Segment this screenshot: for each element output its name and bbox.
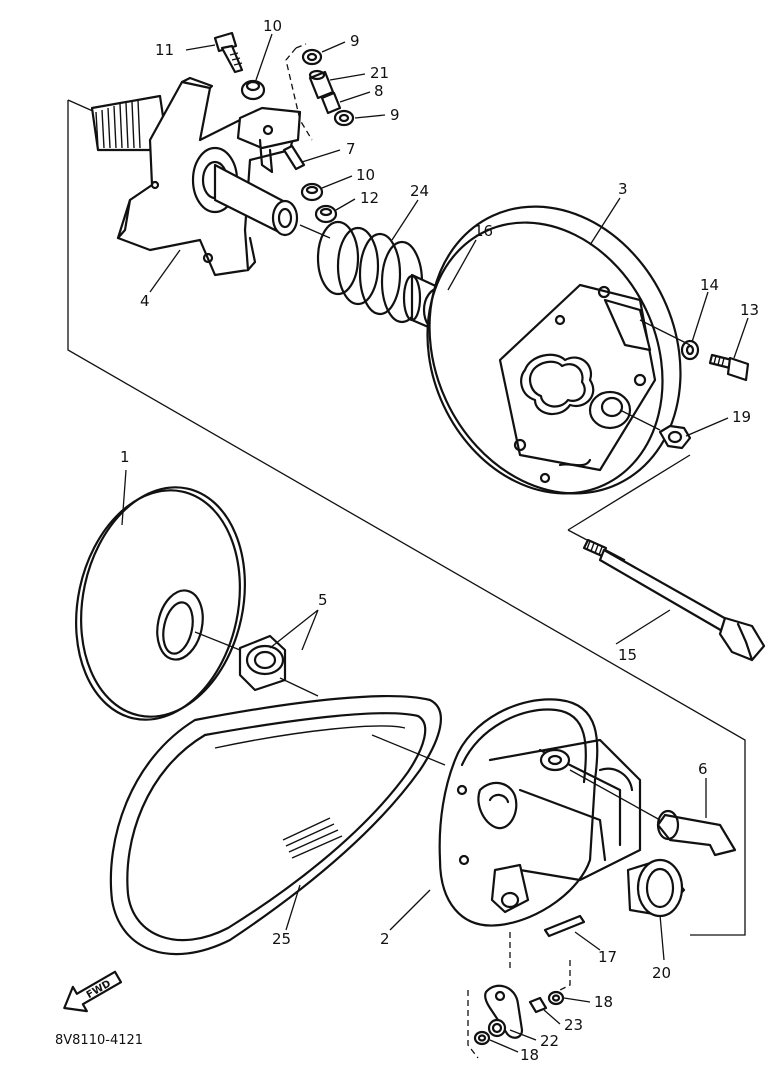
diagram-code: 8V8110-4121 xyxy=(55,1033,143,1048)
part-11-bolt xyxy=(213,31,244,74)
weight-group-bracket xyxy=(467,932,511,1059)
part-7-pin xyxy=(282,144,306,171)
callout-4: 4 xyxy=(140,292,150,310)
centerline-sheave xyxy=(194,631,661,821)
part-2-sheave-housing xyxy=(438,698,642,927)
callout-11: 11 xyxy=(155,41,174,59)
part-5-bushing xyxy=(238,634,287,692)
part-25-drive-belt xyxy=(109,694,442,956)
callout-21: 21 xyxy=(370,64,389,82)
callout-10-lower: 10 xyxy=(356,166,375,184)
callout-14: 14 xyxy=(700,276,719,294)
callout-6: 6 xyxy=(698,760,708,778)
centerline-spider xyxy=(299,224,331,239)
callout-16: 16 xyxy=(474,222,493,240)
part-22-weight xyxy=(484,984,524,1039)
callout-7: 7 xyxy=(346,140,356,158)
part-19-nut xyxy=(658,424,692,450)
part-17-pin xyxy=(543,914,586,938)
callout-25: 25 xyxy=(272,930,291,948)
part-14-lockwasher xyxy=(680,339,700,361)
part-1-sheave xyxy=(75,486,246,721)
part-20-ring xyxy=(626,858,686,918)
callout-22: 22 xyxy=(540,1032,559,1050)
part-10-collar-upper xyxy=(240,79,266,101)
callout-24: 24 xyxy=(410,182,429,200)
callout-13: 13 xyxy=(740,301,759,319)
callout-18-lower: 18 xyxy=(520,1046,539,1064)
callout-5: 5 xyxy=(318,591,328,609)
callout-8: 8 xyxy=(374,82,384,100)
callout-1: 1 xyxy=(120,448,130,466)
fwd-arrow-icon: FWD xyxy=(63,970,123,1013)
callout-12: 12 xyxy=(360,189,379,207)
part-23-bushing xyxy=(528,996,548,1014)
callout-10-upper: 10 xyxy=(263,17,282,35)
part-18-washer-upper xyxy=(547,990,565,1006)
part-13-bolt xyxy=(708,353,750,382)
callout-labels: 11 10 9 21 8 9 7 10 12 24 16 3 14 13 19 … xyxy=(120,17,759,1064)
assembly-frame-line xyxy=(67,99,746,936)
callout-2: 2 xyxy=(380,930,390,948)
callout-23: 23 xyxy=(564,1016,583,1034)
part-4-spider-shaft xyxy=(90,76,300,277)
callout-9-lower: 9 xyxy=(390,106,400,124)
part-3-cover xyxy=(426,205,682,495)
callout-20: 20 xyxy=(652,964,671,982)
callout-3: 3 xyxy=(618,180,628,198)
part-18-washer-lower xyxy=(473,1030,491,1046)
callout-leaders xyxy=(121,33,749,1053)
part-12-nut xyxy=(314,204,338,224)
part-10-collar-lower xyxy=(300,182,324,202)
callout-15: 15 xyxy=(618,646,637,664)
callout-17: 17 xyxy=(598,948,617,966)
part-9-washer-upper xyxy=(301,48,323,66)
callout-9-upper: 9 xyxy=(350,32,360,50)
weight-arm-bracket xyxy=(236,106,302,174)
part-6-sleeve xyxy=(656,809,737,857)
part-8-pin xyxy=(320,91,342,115)
part-9-washer-lower xyxy=(333,109,355,127)
part-15-long-bolt xyxy=(582,538,766,662)
callout-19: 19 xyxy=(732,408,751,426)
centerline-cover xyxy=(619,319,691,431)
part-21-roller xyxy=(308,69,335,100)
part-24-spring xyxy=(316,220,424,324)
callout-18-upper: 18 xyxy=(594,993,613,1011)
